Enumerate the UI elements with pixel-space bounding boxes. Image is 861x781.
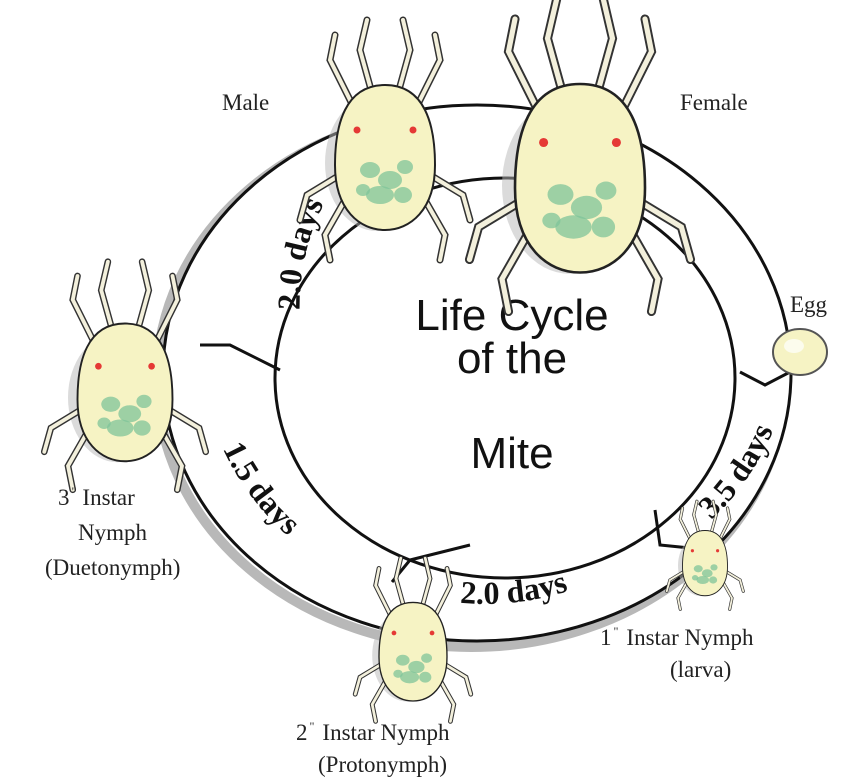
label-third-line1: Instar bbox=[82, 485, 135, 510]
label-second-line2: (Protonymph) bbox=[318, 752, 447, 777]
label-third-line3: (Duetonymph) bbox=[45, 555, 180, 580]
label-third-sup: " bbox=[72, 484, 77, 498]
center-title-line3: Mite bbox=[470, 429, 553, 478]
mite-body bbox=[379, 602, 447, 701]
mite-body bbox=[335, 85, 435, 230]
label-first-sup: " bbox=[614, 624, 619, 638]
label-first-instar: 1" Instar Nymph (larva) bbox=[600, 624, 754, 682]
label-egg: Egg bbox=[790, 292, 828, 317]
label-third-num: 3 bbox=[58, 485, 70, 510]
label-third-line2: Nymph bbox=[78, 520, 148, 545]
mite-body bbox=[78, 324, 173, 462]
mite-body bbox=[515, 84, 645, 273]
mite-body bbox=[683, 531, 728, 596]
label-second-num: 2 bbox=[296, 720, 308, 745]
label-first-num: 1 bbox=[600, 625, 612, 650]
label-second-instar: 2" Instar Nymph (Protonymph) bbox=[296, 719, 450, 777]
center-title-line1: Life Cycle bbox=[415, 291, 608, 340]
svg-text:2"Instar Nymph: 2" Instar Nymph bbox=[296, 719, 450, 745]
label-first-line2: (larva) bbox=[670, 657, 731, 682]
egg bbox=[773, 329, 827, 375]
label-female: Female bbox=[680, 90, 748, 115]
label-second-line1: Instar Nymph bbox=[322, 720, 450, 745]
label-second-sup: " bbox=[310, 719, 315, 733]
label-first-line1: Instar Nymph bbox=[626, 625, 754, 650]
svg-text:1"Instar Nymph: 1" Instar Nymph bbox=[600, 624, 754, 650]
label-male: Male bbox=[222, 90, 269, 115]
label-third-instar: 3" Instar Nymph (Duetonymph) bbox=[45, 484, 180, 580]
center-title-line2: of the bbox=[457, 334, 567, 383]
